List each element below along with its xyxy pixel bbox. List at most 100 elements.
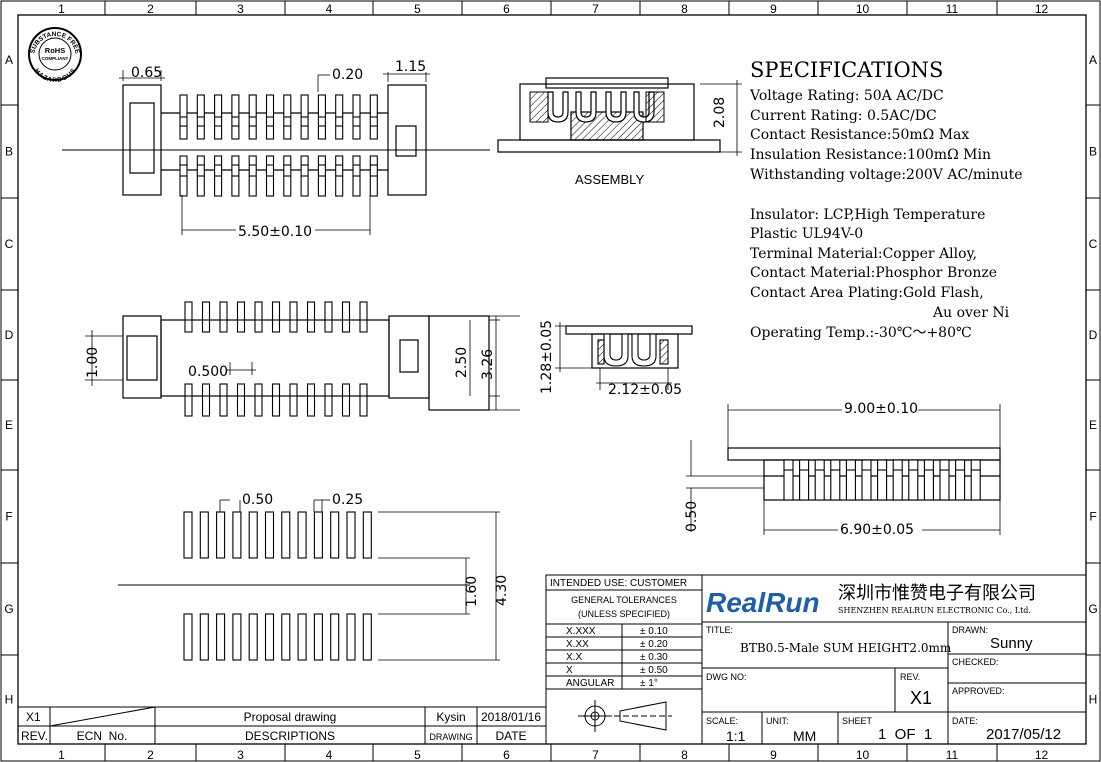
spec-line: Plastic UL94V-0	[750, 226, 863, 242]
assembly-label: ASSEMBLY	[575, 172, 644, 187]
bottom-pin	[306, 301, 316, 333]
footprint-dim-outer: 4.30	[494, 575, 510, 606]
grid-col-label: 12	[1035, 748, 1049, 762]
footprint-pad	[330, 511, 340, 559]
tolerance-label: X	[566, 665, 573, 676]
bottom-pin	[271, 383, 281, 417]
side-pin	[877, 459, 888, 501]
grid-col-label: 8	[681, 748, 688, 762]
dwg-no-label: DWG NO:	[706, 672, 747, 682]
grid-col-label: 9	[770, 2, 777, 16]
spec-line: Contact Material:Phosphor Bronze	[750, 265, 997, 281]
footprint-pad	[297, 511, 307, 559]
footprint-pad	[346, 511, 356, 559]
bottom-pin	[184, 301, 193, 333]
bottom-pin	[201, 383, 211, 417]
spec-line: Withstanding voltage:200V AC/minute	[750, 167, 1023, 183]
drawing-title: BTB0.5-Male SUM HEIGHT2.0mm	[740, 641, 952, 655]
side-pin	[892, 459, 903, 501]
rev-header-drawing: DRAWING	[429, 732, 472, 742]
grid-col-label: 3	[237, 2, 244, 16]
bottom-pin	[359, 301, 368, 333]
section-dim-width: 2.12±0.05	[608, 382, 682, 398]
tolerance-label: ANGULAR	[566, 678, 614, 689]
footprint-pad	[248, 613, 258, 661]
rev-label: REV.	[900, 672, 920, 682]
footprint-pad	[362, 613, 372, 661]
tolerance-value: ± 0.20	[640, 639, 668, 650]
side-pin	[908, 459, 919, 501]
footprint-pad	[330, 613, 340, 661]
side-pin	[970, 459, 981, 501]
top-view: 0.65 0.20 1.15 5.50±0.10	[62, 59, 490, 240]
top-dim-pitch: 0.20	[332, 67, 363, 83]
footprint-pad	[216, 511, 226, 559]
tolerance-value: ± 1°	[640, 678, 658, 689]
spec-line: Current Rating: 0.5AC/DC	[750, 108, 937, 124]
rohs-compliant: COMPLIANT	[42, 56, 69, 61]
footprint-dim-pitch: 0.50	[242, 492, 273, 508]
footprint-pad	[313, 511, 323, 559]
side-pin	[939, 459, 950, 501]
tolerance-value: ± 0.10	[640, 626, 668, 637]
grid-row-label: H	[1089, 693, 1098, 707]
footprint-dim-pad: 0.25	[332, 492, 363, 508]
grid-row-label: G	[1088, 602, 1097, 616]
bottom-pin	[271, 301, 281, 333]
side-pin	[814, 459, 825, 501]
assembly-contact	[605, 91, 627, 123]
grid-row-label: C	[5, 237, 14, 251]
checked-label: CHECKED:	[952, 657, 999, 667]
side-dim-height: 0.50	[684, 501, 700, 532]
grid-row-label: E	[1089, 418, 1097, 432]
tolerance-value: ± 0.50	[640, 665, 668, 676]
side-pin	[955, 459, 966, 501]
bottom-pin	[324, 301, 333, 333]
grid-col-label: 8	[681, 2, 688, 16]
rev-header-rev: REV.	[21, 729, 48, 743]
grid-row-label: F	[5, 510, 12, 524]
bottom-view: 1.00 0.500 2.50 3.26	[85, 301, 520, 417]
specifications-block: SPECIFICATIONS Voltage Rating: 50A AC/DC…	[749, 58, 1023, 341]
side-pin	[783, 459, 794, 501]
grid-row-label: B	[5, 145, 13, 159]
scale-value: 1:1	[726, 728, 746, 744]
grid-row-label: F	[1089, 510, 1096, 524]
unit-label: UNIT:	[766, 716, 789, 726]
spec-line: Voltage Rating: 50A AC/DC	[749, 88, 944, 104]
bottom-pin	[219, 301, 228, 333]
grid-col-label: 1	[58, 2, 65, 16]
grid-col-label: 2	[147, 2, 154, 16]
grid-col-label: 7	[592, 748, 599, 762]
side-dim-span: 6.90±0.05	[840, 522, 914, 538]
bottom-dim-pitch: 0.500	[188, 364, 228, 380]
grid-col-label: 12	[1035, 2, 1049, 16]
grid-row-label: A	[5, 53, 13, 67]
side-pin	[799, 459, 810, 501]
bottom-pin	[236, 383, 246, 417]
top-view-pins	[179, 94, 378, 197]
unit-value: MM	[793, 728, 816, 744]
spec-line: Contact Resistance:50mΩ Max	[750, 127, 969, 143]
spec-line: Insulation Resistance:100mΩ Min	[750, 147, 991, 163]
grid-col-label: 10	[856, 2, 870, 16]
rohs-badge: SUBSTANCE FREE HAZARDOUS RoHS COMPLIANT	[28, 27, 82, 84]
grid-col-label: 3	[237, 748, 244, 762]
bottom-pin	[341, 383, 351, 417]
rev-row-date: 2018/01/16	[481, 710, 541, 724]
footprint-pad	[346, 613, 356, 661]
grid-col-label: 6	[503, 2, 510, 16]
grid-col-label: 5	[414, 2, 421, 16]
assembly-contact	[575, 91, 597, 123]
tolerance-label: X.X	[566, 652, 582, 663]
grid-row-label: E	[5, 418, 13, 432]
footprint-pad	[297, 613, 307, 661]
bottom-pin	[341, 301, 351, 333]
grid-row-label: H	[5, 693, 14, 707]
bottom-pin	[184, 383, 193, 417]
grid-col-label: 4	[326, 748, 333, 762]
side-pin	[845, 459, 856, 501]
grid-col-label: 10	[856, 748, 870, 762]
